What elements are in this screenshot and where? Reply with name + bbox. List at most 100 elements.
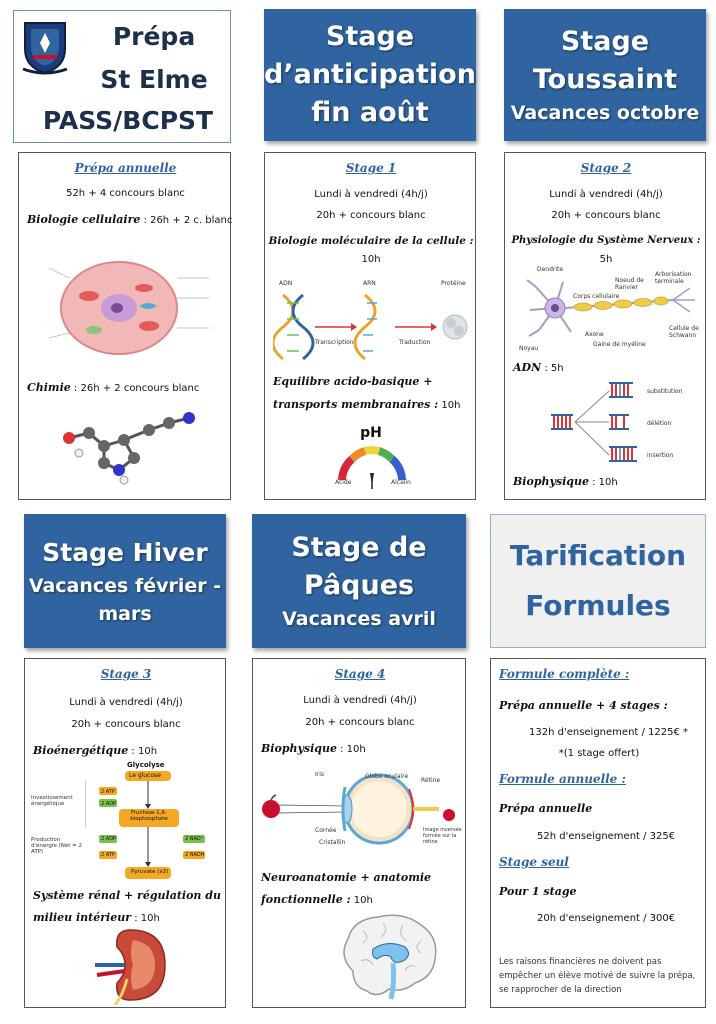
mutation-substitution: substitution — [647, 388, 683, 395]
stage2-hours: 20h + concours blanc — [551, 210, 661, 221]
formule-complete-line: Prépa annuelle + 4 stages : — [499, 699, 668, 712]
topic1-label: Biophysique — [261, 742, 337, 755]
header-toussaint-line-3: Vacances octobre — [510, 102, 700, 124]
topic1-hours: : 10h — [128, 746, 158, 757]
stage2-biophys-line: Biophysique : 10h — [513, 475, 618, 488]
tarif-footer-note: Les raisons financières ne doivent pas e… — [499, 957, 696, 995]
neuron-label-schwann: Cellule de Schwann — [669, 325, 699, 339]
tarif-line-2: Formules — [525, 589, 671, 622]
neuron-icon — [526, 279, 695, 337]
label-investissement: Investissement énergétique — [31, 795, 73, 807]
stage3-topic1-line: Bioénergétique : 10h — [33, 744, 157, 757]
label-transcription: Transcription — [315, 339, 354, 346]
stage4-topic1-line: Biophysique : 10h — [261, 742, 366, 755]
glycolyse-title: Glycolyse — [127, 761, 165, 769]
animal-cell-icon — [49, 261, 209, 355]
mutation-deletion: délétion — [647, 420, 672, 427]
eye-label-iris: Iris — [315, 771, 325, 778]
card-stage-1: Stage 1 Lundi à vendredi (4h/j) 20h + co… — [264, 152, 476, 500]
chem-label: Chimie — [27, 381, 71, 394]
biophys-label: Biophysique — [513, 475, 589, 488]
header-tarification: Tarification Formules — [490, 514, 706, 648]
label-proteine: Protéine — [441, 280, 466, 287]
label-production: Production d'énergie (Net = 2 ATP) — [31, 837, 82, 855]
label-arn: ARN — [363, 280, 376, 287]
stage2-adn-line: ADN : 5h — [513, 361, 564, 374]
topic2-hours: : 10h — [131, 913, 160, 924]
header-paques: Stage de Pâques Vacances avril — [252, 514, 466, 648]
stage3-hours: 20h + concours blanc — [71, 719, 181, 730]
neuron-label-arborisation: Arborisation terminale — [655, 271, 692, 285]
header-paques-line-1: Stage de — [291, 532, 427, 563]
header-hiver-line-1: Stage Hiver — [42, 538, 208, 567]
topic2-hours: 10h — [350, 895, 373, 906]
dna-mutation-icon — [551, 382, 637, 462]
stage2-topic1: Physiologie du Système Nerveux : — [511, 235, 701, 246]
neuron-label-noyau: Noyau — [519, 345, 539, 352]
eye-label-cornee: Cornée — [315, 827, 337, 834]
stage1-topic2-line1: Equilibre acido-basique + — [273, 375, 433, 388]
card-stage-3: Stage 3 Lundi à vendredi (4h/j) 20h + co… — [24, 658, 226, 1008]
label-2atp-top: 2 ATP — [101, 789, 115, 795]
card-prepa-annuelle: Prépa annuelle 52h + 4 concours blanc Bi… — [18, 152, 232, 500]
header-hiver: Stage Hiver Vacances février - mars — [24, 514, 226, 648]
label-alcalin: Alcalin — [391, 479, 411, 486]
prepa-hours: 52h + 4 concours blanc — [66, 188, 185, 199]
formule-complete-price: 132h d'enseignement / 1225€ * — [529, 727, 689, 738]
label-adn: ADN — [279, 280, 293, 287]
header-toussaint-line-2: Toussaint — [532, 64, 678, 95]
stage2-topic1-hours: 5h — [599, 254, 613, 265]
topic2-hours: 10h — [441, 400, 461, 411]
header-anticipation-line-2: d’anticipation — [264, 59, 476, 90]
prepa-chem-line: Chimie : 26h + 2 concours blanc — [27, 381, 232, 394]
header-hiver-line-3: mars — [98, 603, 152, 625]
stage1-topic1: Biologie moléculaire de la cellule : — [268, 235, 474, 247]
label-glucose: Le glucose — [129, 772, 161, 779]
card-title: Stage 3 — [100, 667, 152, 681]
label-acide: Acide — [335, 479, 352, 486]
adn-hours: : 5h — [541, 363, 564, 374]
label-2adp-top: 2 ADP — [101, 801, 117, 807]
stage1-hours: 20h + concours blanc — [316, 210, 426, 221]
bio-label: Biologie cellulaire — [27, 213, 141, 226]
bio-hours: : 26h + 2 c. blanc — [140, 215, 233, 226]
neuron-label-corps: Corps cellulaire — [573, 293, 620, 300]
topic2-label: milieu intérieur — [33, 911, 132, 924]
formule-annuelle-title: Formule annuelle : — [499, 772, 626, 786]
neuron-label-axone: Axone — [585, 331, 604, 338]
topic1-label: Bioénergétique — [33, 744, 129, 757]
header-anticipation-line-3: fin août — [311, 97, 429, 128]
card-stage-2: Stage 2 Lundi à vendredi (4h/j) 20h + co… — [504, 152, 706, 500]
header-toussaint-line-1: Stage — [560, 26, 650, 57]
header-anticipation: Stage d’anticipation fin août — [264, 9, 476, 141]
card-title: Stage 1 — [345, 161, 397, 175]
topic2-label: transports membranaires : — [273, 398, 439, 411]
header-anticipation-line-1: Stage — [325, 21, 415, 52]
formule-complete-title: Formule complète : — [499, 667, 630, 681]
topic1-hours: : 10h — [336, 744, 366, 755]
topic2-label: fonctionnelle : — [261, 893, 351, 906]
stage1-topic1-hours: 10h — [361, 254, 381, 265]
stage2-schedule: Lundi à vendredi (4h/j) — [549, 189, 663, 200]
logo-line-2: St Elme — [100, 65, 208, 94]
dna-transcription-icon — [273, 293, 468, 361]
stage4-hours: 20h + concours blanc — [305, 717, 415, 728]
header-paques-line-3: Vacances avril — [282, 608, 436, 630]
label-nadh: 2 NADH — [185, 852, 205, 858]
stage4-topic2-line1: Neuroanatomie + anatomie — [261, 871, 432, 884]
label-pyruvate: Pyruvate (x2) — [131, 869, 169, 875]
stage4-schedule: Lundi à vendredi (4h/j) — [303, 695, 417, 706]
label-2adp-bottom: 2 ADP — [101, 836, 117, 842]
header-hiver-line-2: Vacances février - — [28, 575, 222, 597]
card-tarification: Formule complète : Prépa annuelle + 4 st… — [490, 658, 706, 1008]
card-title: Stage 2 — [580, 161, 632, 175]
tarif-line-1: Tarification — [509, 539, 687, 572]
logo-box: Prépa St Elme PASS/BCPST — [13, 10, 231, 143]
prepa-bio-line: Biologie cellulaire : 26h + 2 c. blanc — [27, 213, 232, 226]
ph-gauge-icon — [338, 446, 406, 489]
label-traduction: Traduction — [399, 339, 431, 346]
stage3-topic2-line2: milieu intérieur : 10h — [33, 911, 160, 924]
header-toussaint: Stage Toussaint Vacances octobre — [504, 9, 706, 141]
brain-icon — [343, 914, 437, 1000]
formule-annuelle-price: 52h d'enseignement / 325€ — [537, 831, 676, 842]
